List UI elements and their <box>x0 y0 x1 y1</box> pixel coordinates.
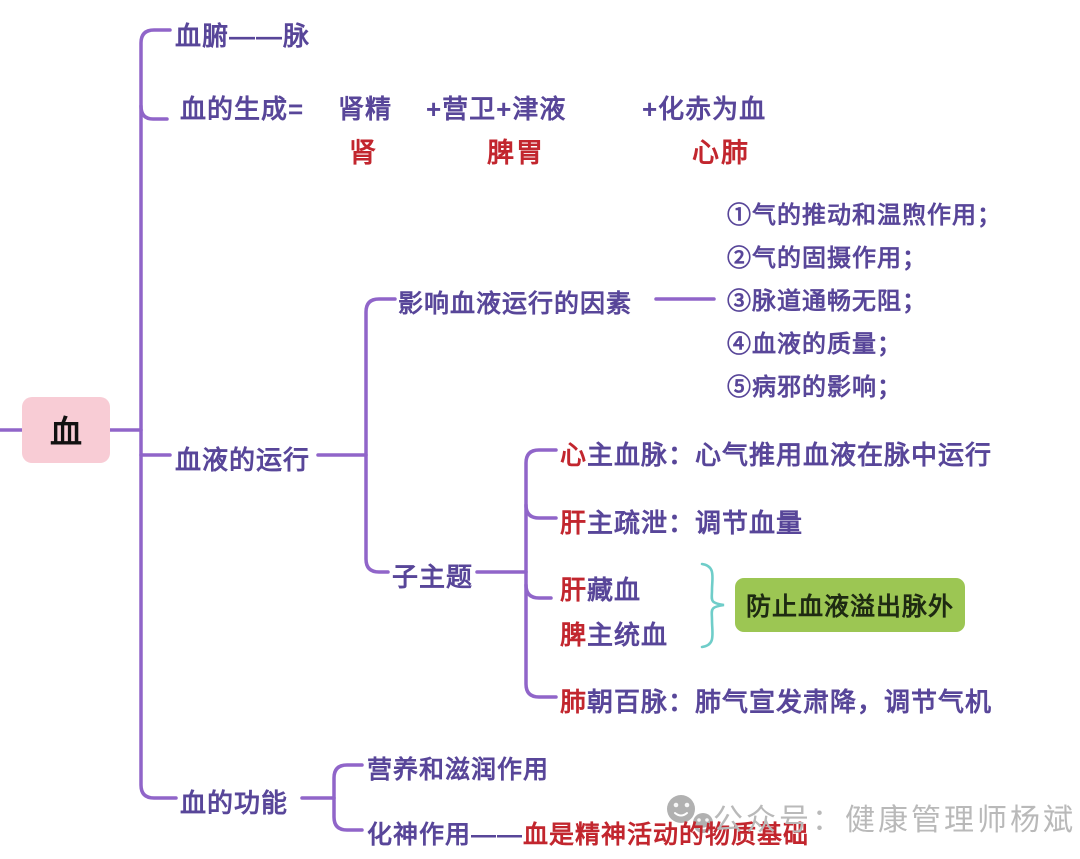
node-subtopic: 子主题 <box>392 562 474 592</box>
organ-liver: 肝 <box>560 575 588 605</box>
watermark-text: 公众号：健康管理师杨斌 <box>713 804 1076 837</box>
organ-lung: 肺 <box>560 687 588 717</box>
connector-main-trunk <box>139 28 178 800</box>
node-blood-vessel: 血腑——脉 <box>175 21 311 51</box>
node-spirit-transform: 化神作用——血是精神活动的物质基础 <box>367 815 809 851</box>
root-label: 血 <box>49 414 82 450</box>
factor-item-4: ④血液的质量； <box>727 331 902 358</box>
connector-circulation-subtrunk <box>364 297 397 574</box>
node-liver-stores-blood: 肝藏血 <box>560 570 641 607</box>
node-generation-term-transform-red: +化赤为血 <box>642 94 767 124</box>
organ-liver: 肝 <box>560 508 588 538</box>
connector-generation-tick <box>139 104 169 121</box>
root-node-blood: 血 <box>22 397 110 463</box>
node-heart-governs-vessels: 心主血脉：心气推用血液在脉中运行 <box>560 435 992 472</box>
node-liver-stores-text: 藏血 <box>587 575 642 605</box>
node-liver-dispersion: 肝主疏泄：调节血量 <box>560 503 803 540</box>
node-nourish-moisten: 营养和滋润作用 <box>367 756 550 784</box>
organ-heart: 心 <box>560 440 588 470</box>
factor-list: ①气的推动和温煦作用； ②气的固摄作用； ③脉道通畅无阻； ④血液的质量； ⑤病… <box>727 194 1002 409</box>
node-lung-text: 朝百脉：肺气宣发肃降，调节气机 <box>587 687 993 717</box>
node-circulation-factors: 影响血液运行的因素 <box>398 290 633 318</box>
connector-children-trunk <box>524 448 558 699</box>
node-generation-term-ying-wei-fluids: +营卫+津液 <box>426 94 567 124</box>
callout-prevent-blood-overflow: 防止血液溢出脉外 <box>735 578 965 632</box>
source-organ-kidney: 肾 <box>349 138 378 168</box>
spirit-prefix: 化神作用—— <box>367 821 524 849</box>
node-heart-text: 主血脉：心气推用血液在脉中运行 <box>587 440 993 470</box>
spirit-highlight: 血是精神活动的物质基础 <box>523 821 810 849</box>
factor-item-3: ③脉道通畅无阻； <box>727 288 927 315</box>
source-organ-heart-lung: 心肺 <box>692 138 750 168</box>
node-blood-functions: 血的功能 <box>180 788 289 818</box>
connector-liver-spleen-elbow <box>524 583 553 600</box>
connector-liver-dispersion-elbow <box>524 503 558 520</box>
source-organ-spleen-stomach: 脾胃 <box>487 138 545 168</box>
node-spleen-controls-blood: 脾主统血 <box>560 615 668 652</box>
callout-text: 防止血液溢出脉外 <box>745 593 954 621</box>
node-generation-term-kidney-essence: 肾精 <box>338 94 393 124</box>
factor-item-1: ①气的推动和温煦作用； <box>727 202 1002 229</box>
node-spleen-controls-text: 主统血 <box>587 620 669 650</box>
factor-item-2: ②气的固摄作用； <box>727 245 927 272</box>
node-generation-prefix: 血的生成= <box>180 94 305 124</box>
node-liver-dispersion-text: 主疏泄：调节血量 <box>587 508 804 538</box>
group-brace <box>700 562 725 649</box>
factor-item-5: ⑤病邪的影响； <box>727 374 902 401</box>
node-lung-hundred-vessels: 肺朝百脉：肺气宣发肃降，调节气机 <box>560 682 992 719</box>
wechat-bubbles-icon <box>667 795 713 833</box>
connector-functions-subtrunk <box>332 763 364 832</box>
node-blood-circulation: 血液的运行 <box>175 445 311 475</box>
organ-spleen: 脾 <box>560 620 588 650</box>
